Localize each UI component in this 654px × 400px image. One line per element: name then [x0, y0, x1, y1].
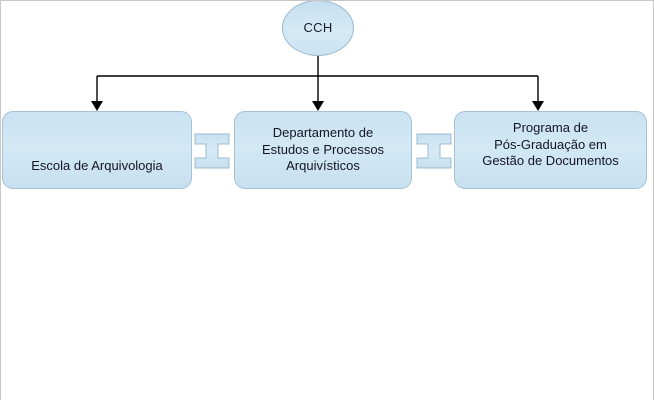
node-departamento-label: Departamento de Estudos e Processos Arqu…: [261, 125, 385, 174]
node-programa-de-pos-graduacao-em-gestao-de-documentos[interactable]: Programa de Pós-Graduação em Gestão de D…: [454, 111, 647, 189]
arrowhead-down-escola: [91, 101, 103, 111]
node-programa-label: Programa de Pós-Graduação em Gestão de D…: [482, 120, 619, 169]
node-cch[interactable]: CCH: [282, 1, 354, 56]
node-escola-label: Escola de Arquivologia: [31, 158, 163, 174]
arrowhead-down-programa: [532, 101, 544, 111]
tree-connector: [91, 56, 544, 111]
node-departamento-de-estudos-e-processos-arquivisticos[interactable]: Departamento de Estudos e Processos Arqu…: [234, 111, 412, 189]
block-arrow-departamento-programa: [416, 133, 452, 169]
node-escola-de-arquivologia[interactable]: Escola de Arquivologia: [2, 111, 192, 189]
arrowhead-down-departamento: [312, 101, 324, 111]
node-cch-label: CCH: [303, 19, 333, 35]
block-arrow-escola-departamento: [194, 133, 230, 169]
